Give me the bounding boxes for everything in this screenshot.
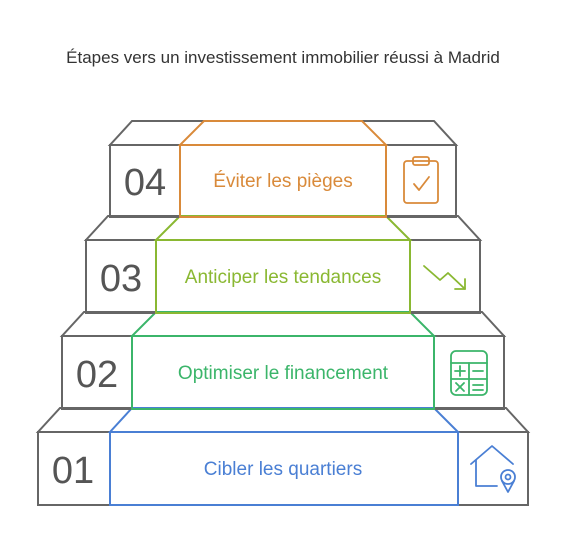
step-2: 02 Optimiser le financement xyxy=(59,311,507,410)
step-1-center-top xyxy=(107,407,461,433)
step-1-number: 01 xyxy=(52,450,94,492)
step-3-number: 03 xyxy=(100,258,142,300)
step-3-top-face xyxy=(83,215,483,241)
step-2-center-front xyxy=(131,335,435,410)
step-2-top-face xyxy=(59,311,507,337)
house-location-icon xyxy=(470,445,516,493)
calculator-icon xyxy=(450,350,488,396)
step-1: 01 Cibler les quartiers xyxy=(35,407,531,506)
step-2-number: 02 xyxy=(76,354,118,396)
diagram-title: Étapes vers un investissement immobilier… xyxy=(66,48,500,67)
step-4-label: Éviter les pièges xyxy=(213,171,352,192)
trend-down-icon xyxy=(423,265,466,290)
step-4: 04 Éviter les pièges xyxy=(107,120,459,218)
clipboard-check-icon xyxy=(403,156,439,204)
step-1-center-front xyxy=(109,431,459,506)
step-3-label: Anticiper les tendances xyxy=(185,267,381,288)
step-1-label: Cibler les quartiers xyxy=(204,459,362,480)
step-3-center-top xyxy=(153,215,413,241)
step-2-center-top xyxy=(129,311,437,337)
step-3-center-front xyxy=(155,239,411,314)
step-4-center-top xyxy=(177,120,389,146)
step-2-label: Optimiser le financement xyxy=(178,363,389,384)
step-4-center-front xyxy=(179,144,387,218)
step-4-top-face xyxy=(107,120,459,146)
step-3: 03 Anticiper les tendances xyxy=(83,215,483,314)
step-4-number: 04 xyxy=(124,162,166,204)
